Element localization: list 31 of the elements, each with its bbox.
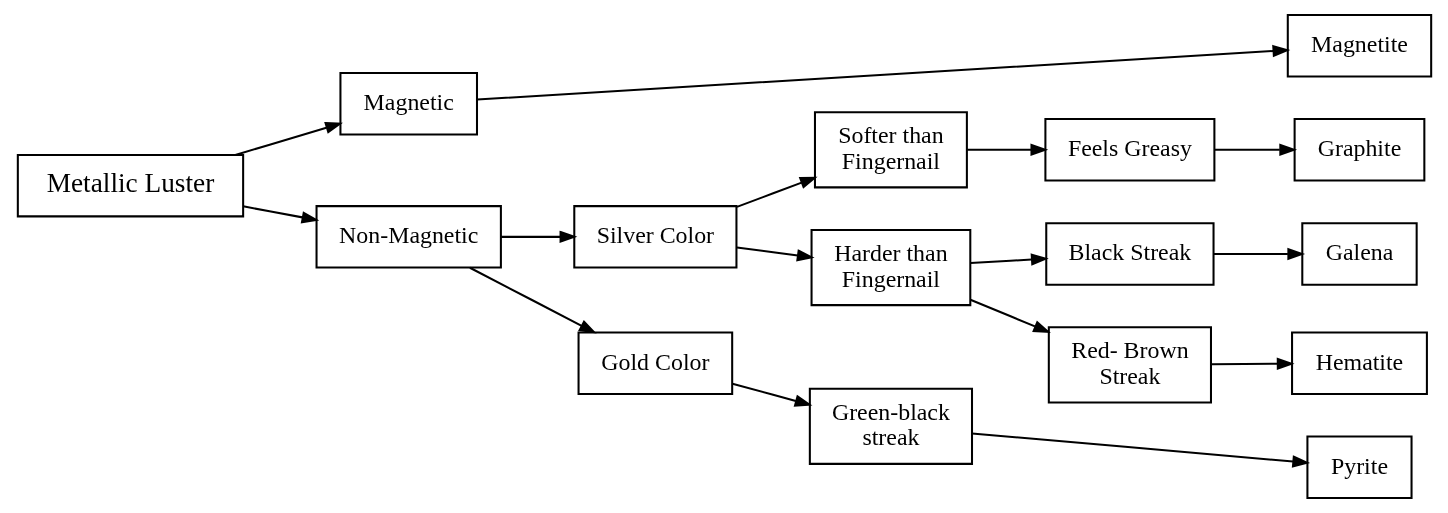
arrow: [1214, 143, 1297, 157]
node-box: Red- Brown Streak: [1047, 326, 1212, 404]
node-box: Metallic Luster: [16, 153, 244, 218]
node-box: Magnetic: [338, 71, 478, 136]
node-box: Non-Magnetic: [315, 205, 502, 269]
arrow: [969, 298, 1051, 333]
arrow: [234, 121, 343, 156]
node-box: Harder than Fingernail: [810, 229, 971, 307]
node-box: Pyrite: [1305, 435, 1413, 500]
arrow: [468, 266, 597, 334]
arrow: [736, 246, 815, 262]
arrow: [1213, 247, 1305, 261]
node-box: Hematite: [1290, 331, 1428, 395]
node-box: Gold Color: [577, 331, 733, 395]
node-box: Feels Greasy: [1043, 118, 1215, 182]
node-box: Galena: [1300, 222, 1418, 286]
arrow: [971, 432, 1310, 468]
arrow: [476, 44, 1290, 101]
arrow: [736, 176, 818, 208]
arrow: [969, 253, 1049, 266]
arrow: [500, 230, 577, 244]
arrow: [966, 143, 1048, 157]
node-box: Magnetite: [1286, 13, 1432, 78]
arrow: [1210, 357, 1295, 370]
arrow: [731, 382, 812, 407]
node-box: Black Streak: [1044, 222, 1215, 286]
node-box: Green-black streak: [808, 387, 973, 465]
node-box: Softer than Fingernail: [813, 111, 968, 189]
node-box: Silver Color: [572, 205, 737, 269]
arrow: [242, 205, 319, 224]
node-box: Graphite: [1293, 118, 1425, 182]
